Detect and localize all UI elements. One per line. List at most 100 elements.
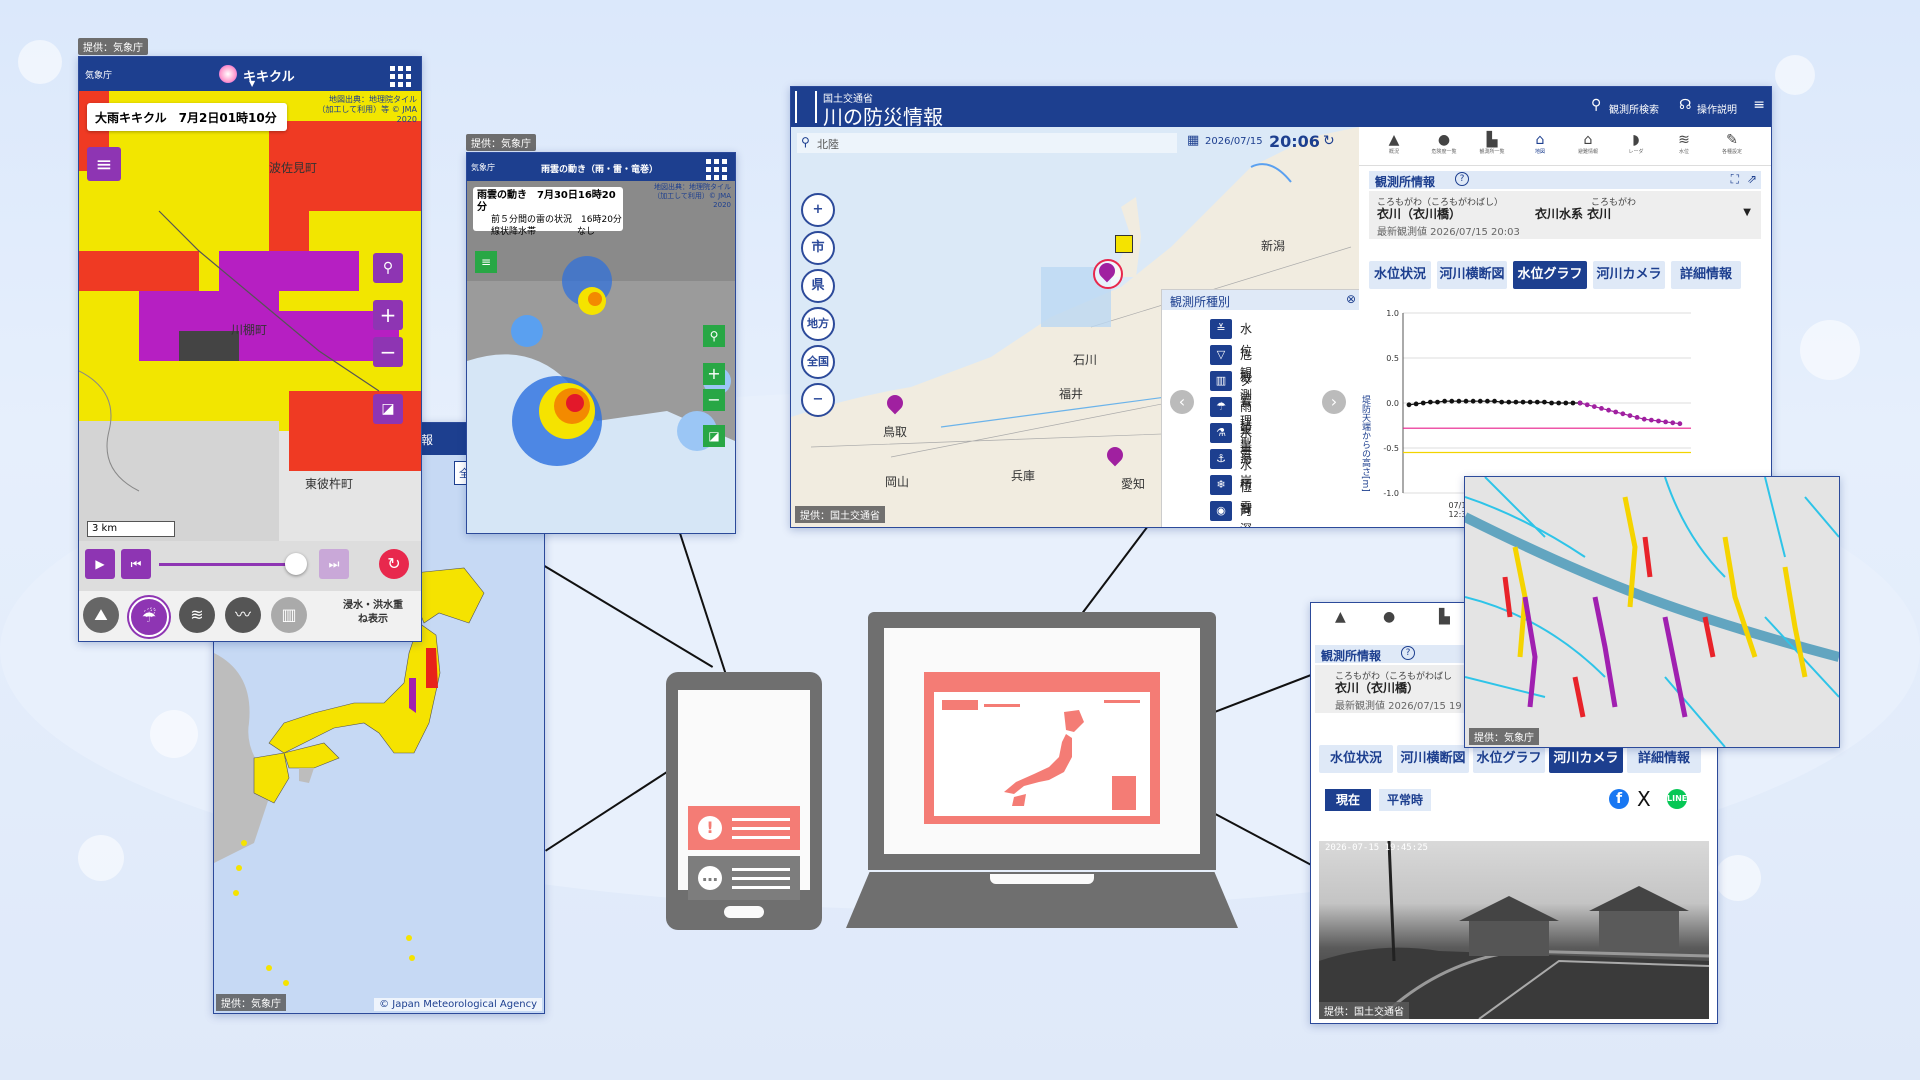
legend-item[interactable]: ◉河川カメラ	[1210, 500, 1252, 527]
forecast-series-point	[1670, 420, 1676, 426]
external-link-icon[interactable]: ⇗	[1746, 172, 1757, 186]
time-slider-handle[interactable]	[285, 553, 307, 575]
japan-map[interactable]	[214, 423, 544, 1013]
legend-item[interactable]: ☂雨量	[1210, 396, 1252, 436]
toolbar-item-evac[interactable]: ⌂避難情報	[1577, 132, 1598, 155]
hamburger-icon[interactable]: ≡	[1753, 97, 1765, 113]
tab-water-status[interactable]: 水位状況	[1369, 261, 1431, 289]
water-level-chart[interactable]: 1.00.50.0-0.5-1.0	[1369, 303, 1699, 503]
building-icon[interactable]: ▙	[1439, 609, 1450, 625]
nationwide-button[interactable]: 全国	[801, 345, 835, 379]
legend-item[interactable]: ▽危機管理型水位計	[1210, 344, 1252, 516]
radar-map[interactable]	[467, 181, 735, 533]
overlay-label[interactable]: 浸水・洪水重ね表示	[343, 600, 403, 625]
headset-icon[interactable]: ☊	[1679, 97, 1692, 113]
toolbar-item-map[interactable]: ⌂地図	[1534, 132, 1545, 155]
help-icon[interactable]: ?	[1401, 646, 1415, 660]
station-search-link[interactable]: 観測所検索	[1609, 105, 1659, 116]
x-share-icon[interactable]: X	[1637, 787, 1651, 811]
location-pin-button[interactable]: ⚲	[373, 253, 403, 283]
camera-image[interactable]: 2026-07-15 19:45:25 提供：国土交通省	[1319, 841, 1709, 1019]
zoom-out-button[interactable]: −	[801, 383, 835, 417]
step-back-button[interactable]: ⏮	[121, 549, 151, 579]
help-link[interactable]: 操作説明	[1697, 105, 1737, 116]
observed-series-point	[1477, 398, 1483, 404]
rain-heavy-icon[interactable]: ☔	[129, 597, 169, 637]
layer-menu-button[interactable]: ≡	[475, 251, 497, 273]
normal-button[interactable]: 平常時	[1379, 789, 1431, 811]
refresh-icon[interactable]: ↻	[1323, 133, 1335, 149]
layers-icon[interactable]: ◪	[703, 425, 725, 447]
area-search-box[interactable]: ⚲ 北陸	[797, 133, 1177, 153]
time-slider[interactable]	[159, 563, 289, 566]
chevron-left-icon[interactable]: ‹	[1170, 390, 1194, 414]
calendar-icon[interactable]: ▦	[1187, 133, 1200, 148]
zoom-in-button[interactable]: +	[703, 363, 725, 385]
toolbar-item-stations[interactable]: ▙観測所一覧	[1479, 132, 1505, 155]
app-name[interactable]: キキクル	[243, 70, 295, 85]
close-icon[interactable]: ⊗	[1345, 292, 1356, 306]
facebook-icon[interactable]: f	[1609, 789, 1629, 809]
legend-item[interactable]: ▥ダム諸量	[1210, 370, 1252, 454]
landslide-icon[interactable]: ⛰	[83, 597, 119, 633]
tab-details[interactable]: 詳細情報	[1671, 261, 1741, 289]
zoom-in-button[interactable]: +	[801, 193, 835, 227]
fullscreen-icon[interactable]: ⛶	[1730, 172, 1739, 186]
toolbar-item-settings[interactable]: ✎各種設定	[1721, 132, 1742, 155]
zoom-in-button[interactable]: +	[373, 300, 403, 330]
toolbar-item-risk[interactable]: ●危険度一覧	[1431, 132, 1457, 155]
play-button[interactable]: ▶	[85, 549, 115, 579]
menu-grid-icon[interactable]	[390, 66, 411, 87]
warning-icon[interactable]: ▲	[1335, 609, 1346, 625]
alert-icon[interactable]: ●	[1383, 609, 1396, 625]
river-map[interactable]: ⚲ 北陸 ▦ 2026/07/15 20:06 ↻ + 市 県 地方 全国 − …	[791, 127, 1359, 527]
tab-cross-section[interactable]: 河川横断図	[1397, 745, 1469, 773]
station-select[interactable]: ころもがわ（ころもがわばし） 衣川（衣川橋） ころもがわ 衣川水系 衣川 最新観…	[1369, 191, 1761, 239]
chevron-right-icon[interactable]: ›	[1322, 390, 1346, 414]
kikikuru-risk-map[interactable]	[79, 91, 421, 571]
layer-menu-button[interactable]: ≡	[87, 147, 121, 181]
prefecture-level-button[interactable]: 県	[801, 269, 835, 303]
legend-item[interactable]: ≚水位観測	[1210, 318, 1252, 402]
step-forward-button[interactable]: ⏭	[319, 549, 349, 579]
tab-river-camera[interactable]: 河川カメラ	[1549, 745, 1623, 773]
line-icon[interactable]: LINE	[1667, 789, 1687, 809]
map-book-icon[interactable]: ▥	[271, 597, 307, 633]
tab-water-status[interactable]: 水位状況	[1319, 745, 1393, 773]
toolbar-item-level[interactable]: ≋水位	[1678, 132, 1690, 155]
tab-water-graph[interactable]: 水位グラフ	[1473, 745, 1545, 773]
tab-cross-section[interactable]: 河川横断図	[1437, 261, 1507, 289]
layers-icon[interactable]: ◪	[373, 394, 403, 424]
legend-item[interactable]: ❄積雪深	[1210, 474, 1252, 527]
legend-item[interactable]: ⚓海岸	[1210, 448, 1252, 488]
band-label: 線状降水帯	[491, 227, 537, 237]
region-level-button[interactable]: 地方	[801, 307, 835, 341]
toolbar-item-overview[interactable]: ▲概況	[1388, 132, 1400, 155]
refresh-button[interactable]: ↻	[379, 549, 409, 579]
band-value: なし	[577, 227, 596, 237]
location-pin-button[interactable]: ⚲	[703, 325, 725, 347]
date-value[interactable]: 2026/07/15	[1205, 136, 1263, 147]
legend-item[interactable]: ⚗水質	[1210, 422, 1252, 462]
app-name[interactable]: 雨雲の動き（雨・雷・竜巻）	[541, 165, 659, 175]
tab-river-camera[interactable]: 河川カメラ	[1593, 261, 1665, 289]
chevron-down-icon[interactable]: ▼	[1743, 207, 1751, 218]
search-icon[interactable]: ⚲	[1591, 97, 1602, 113]
menu-grid-icon[interactable]	[706, 159, 727, 180]
time-value[interactable]: 20:06	[1269, 132, 1320, 151]
forecast-series-point	[1656, 418, 1661, 424]
help-icon[interactable]: ?	[1455, 172, 1469, 186]
tab-water-graph[interactable]: 水位グラフ	[1513, 261, 1587, 289]
zoom-out-button[interactable]: −	[703, 389, 725, 411]
station-marker-icon[interactable]	[1115, 235, 1133, 253]
now-button[interactable]: 現在	[1325, 789, 1371, 811]
camera-icon: ◉	[1210, 501, 1232, 521]
tab-details[interactable]: 詳細情報	[1627, 745, 1701, 773]
city-level-button[interactable]: 市	[801, 231, 835, 265]
river-risk-map[interactable]	[1465, 477, 1839, 747]
river-icon[interactable]: 〰	[225, 597, 261, 633]
flood-icon[interactable]: ≋	[179, 597, 215, 633]
zoom-out-button[interactable]: −	[373, 337, 403, 367]
chevron-down-icon[interactable]: ▼	[249, 79, 256, 88]
toolbar-item-radar[interactable]: ◗レーダ	[1628, 132, 1644, 155]
